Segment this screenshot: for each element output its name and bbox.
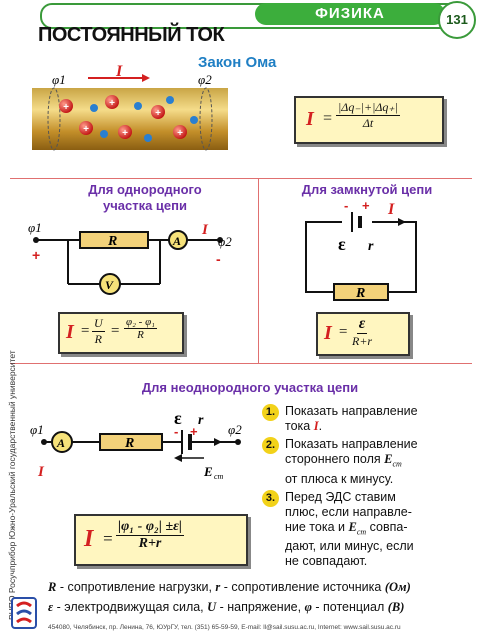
left-minus: - [216,251,221,267]
page-number-badge: 131 [438,1,476,39]
side-publisher-text: РНПО Росучприбор Южно-Уральский государс… [7,350,17,620]
field-subscript: ст [214,472,224,481]
internal-r-label: r [368,239,374,254]
bottom-ammeter-label: A [56,436,65,450]
divider-mid [10,363,472,364]
field-label: E [203,464,213,479]
right-current-label: I [387,201,395,218]
cross-section-1 [47,87,61,151]
wire-phi2: φ2 [198,72,212,87]
closed-circuit-formula: I = ε R+r [316,312,410,356]
voltmeter-label: V [105,278,114,292]
right-plus: + [362,200,370,213]
bottom-plus: + [190,424,198,439]
page-title: ПОСТОЯННЫЙ ТОК [38,24,225,46]
bottom-minus: - [174,424,178,439]
bottom-phi2: φ2 [228,422,242,437]
svg-text:+: + [63,102,69,113]
inhomogeneous-section-title: Для неоднородного участка цепи [141,380,359,395]
closed-circuit: ε r R I - + [305,200,417,301]
charge-particles: + + + + + + [59,95,198,142]
bottom-emf-label: ε [174,410,182,428]
svg-text:+: + [177,128,183,139]
bottom-phi1: φ1 [30,422,44,437]
ohm-law-heading: Закон Ома [198,54,277,71]
left-phi1: φ1 [28,220,42,235]
subject-tab: ФИЗИКА [255,3,445,25]
publisher-logo [11,597,37,629]
left-phi2: φ2 [218,234,232,249]
bottom-r-label: r [198,413,204,428]
legend-line-2: ε - электродвижущая сила, U - напряжение… [48,600,405,614]
bottom-current-label: I [37,464,45,480]
svg-text:+: + [83,124,89,135]
svg-text:+: + [155,108,161,119]
steps-list: 1. Показать направление тока I. 2. Показ… [262,404,472,569]
ohm-general-formula: I = |Δq₋|+|Δq₊| Δt [294,96,444,144]
wire-current-label: I [115,63,123,80]
wire-phi1: φ1 [52,72,66,87]
ammeter-label: A [172,234,181,248]
cross-section-2 [199,87,213,151]
footer-address: 454080, Челябинск, пр. Ленина, 76, ЮУрГУ… [48,624,401,631]
homogeneous-circuit: R A V φ1 φ2 I + - [28,220,232,295]
svg-text:+: + [109,98,115,109]
right-minus: - [344,200,348,213]
step-3: 3. Перед ЭДС ставим плюс, если направле-… [262,489,472,570]
step-1: 1. Показать направление тока I. [262,404,472,434]
divider-vertical [258,178,259,363]
inhomogeneous-circuit: A R ε r φ1 φ2 I - + E ст [30,410,242,481]
right-R-label: R [355,286,365,301]
closed-circuit-title: Для замкнутой цепи [301,182,433,197]
legend-line-1: R - сопротивление нагрузки, r - сопротив… [48,580,411,594]
bottom-R-label: R [124,436,134,451]
divider-top [10,178,472,179]
wire-illustration: + + + + + + φ1 φ2 I [32,63,228,151]
svg-text:+: + [122,128,128,139]
left-current-label: I [201,222,209,238]
homogeneous-formula: I = U R = φ₂ - φ₁ R [58,312,184,354]
step-2: 2. Показать направление стороннего поля … [262,437,472,487]
emf-label: ε [338,234,346,254]
inhomogeneous-formula: I = |φ₁ - φ₂| ±ε| R+r [74,514,248,566]
left-plus: + [32,247,40,263]
resistor-R-label: R [107,234,117,249]
